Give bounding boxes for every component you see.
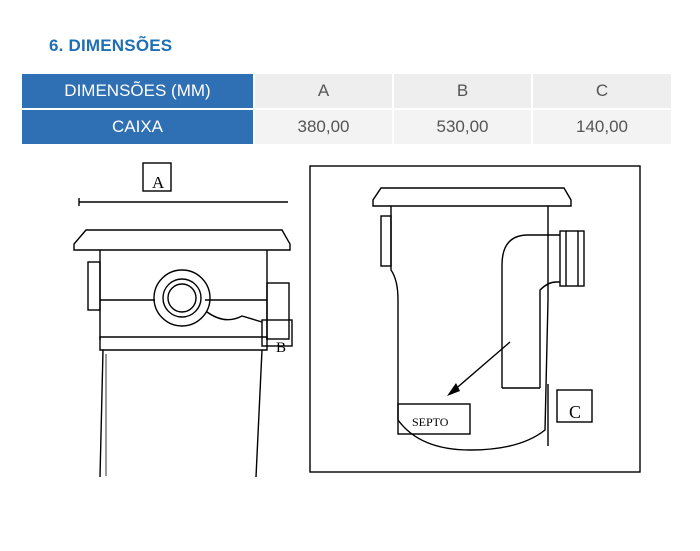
label-b: B [276, 340, 286, 356]
right-body [390, 206, 549, 451]
column-b-header: B [392, 74, 532, 109]
lower-body [99, 349, 263, 478]
septo-arrow [451, 341, 511, 393]
label-a: A [152, 173, 165, 192]
label-a-box [142, 162, 172, 192]
inlet-pipe [153, 269, 211, 327]
section-title: 6. DIMENSÕES [49, 36, 173, 55]
band [99, 336, 268, 351]
elbow-pipe [501, 234, 560, 388]
value-b: 530,00 [392, 108, 532, 144]
table-header-row: DIMENSÕES (MM) A B C [22, 74, 671, 109]
row-label: CAIXA [22, 108, 254, 144]
column-c-header: C [531, 74, 671, 109]
septo-label: SEPTO [412, 415, 449, 429]
right-frame [309, 165, 641, 473]
value-c: 140,00 [531, 108, 671, 144]
label-c: C [569, 402, 581, 422]
label-c-box [556, 389, 593, 423]
arrow-head [447, 383, 460, 396]
left-drawing [73, 162, 293, 478]
table-row: CAIXA 380,00 530,00 140,00 [22, 108, 671, 144]
lid [73, 229, 291, 251]
right-drawing [309, 165, 641, 473]
septo-box [397, 403, 471, 435]
header-label: DIMENSÕES (MM) [22, 74, 254, 109]
right-lid [372, 187, 572, 207]
dimensions-table: DIMENSÕES (MM) A B C CAIXA 380,00 530,00… [22, 74, 671, 144]
value-a: 380,00 [253, 108, 393, 144]
column-a-header: A [253, 74, 393, 109]
